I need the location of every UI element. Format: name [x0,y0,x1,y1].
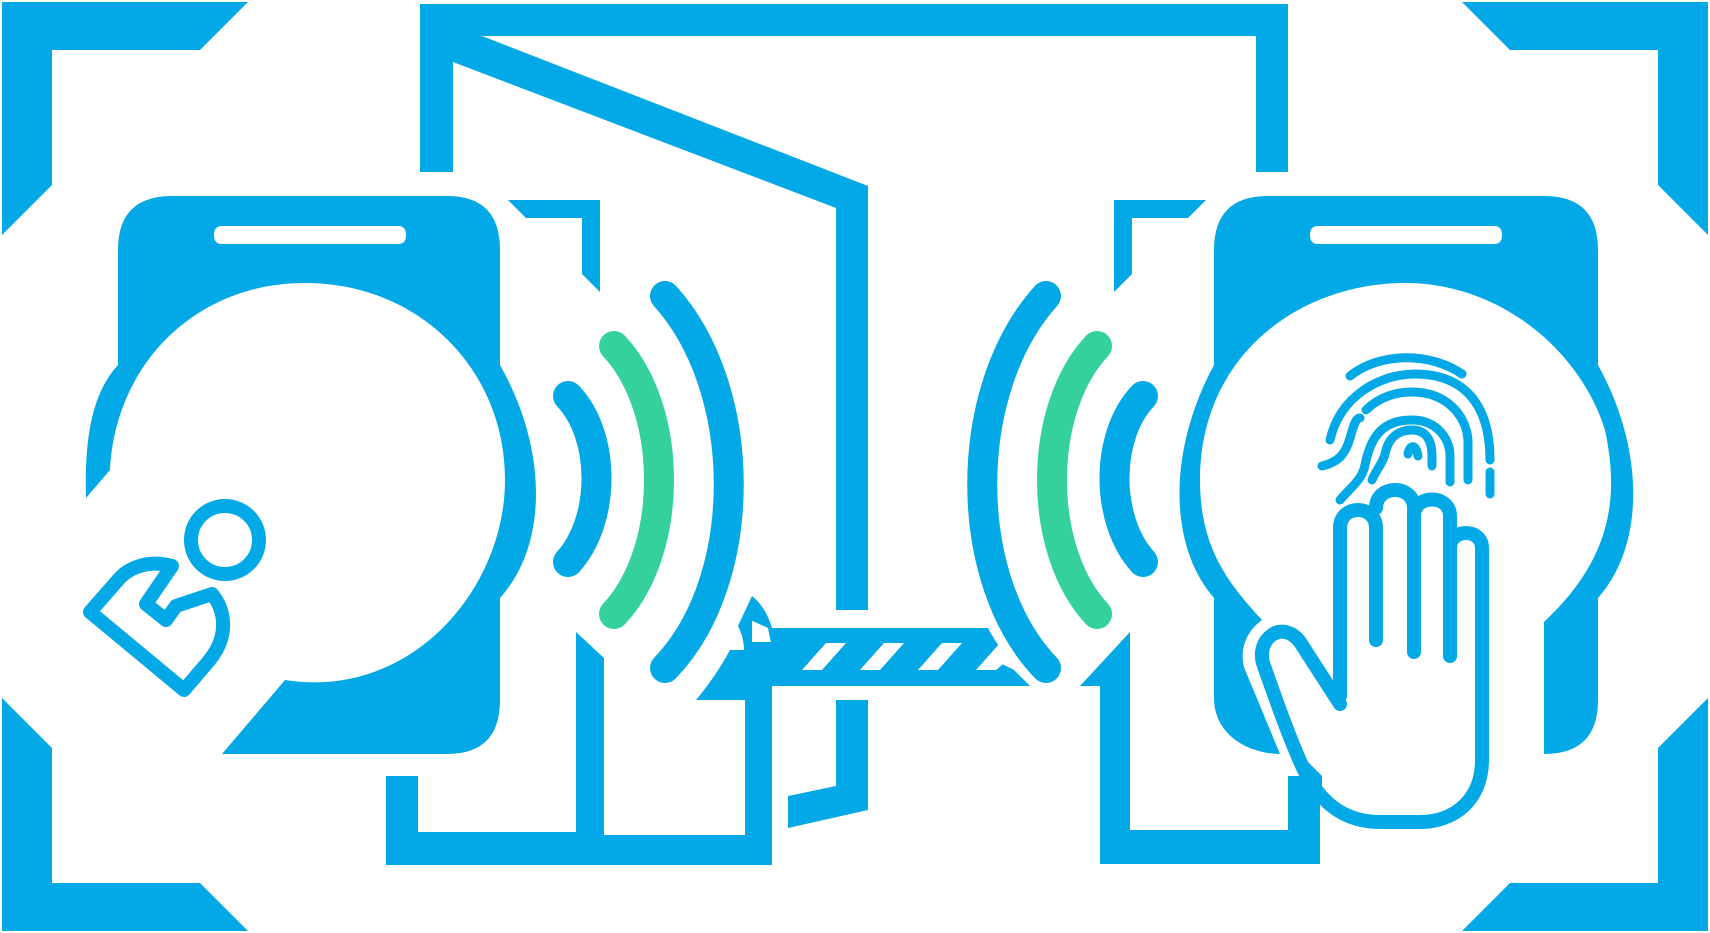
turnstile-base-right [1080,632,1320,864]
wireless-signal-icon [553,381,612,577]
user-head [184,499,266,581]
smartphone-icon [1179,196,1634,754]
barrier-stripes [802,643,1008,670]
smartphone-left [83,196,537,754]
wireless-signal-icon [1037,331,1112,629]
fingerprint-icon [1317,353,1495,505]
scan-frame-corner-icon [1462,698,1708,931]
turnstile-base-left [386,632,772,865]
wireless-signal-icon [650,281,744,683]
turnstile-bracket-left [508,200,600,292]
wireless-signal-left [553,281,744,683]
door-frame-top [420,4,1288,610]
wireless-signal-icon [1099,381,1158,577]
smartphone-icon [85,196,537,754]
barrier-arm-left [696,596,752,700]
door-frame-bottom-post [788,700,868,828]
door-frame [420,4,1288,828]
turnstile-bracket-right [1114,200,1206,292]
user-icon [83,499,266,697]
touch-hand-icon [1255,483,1489,829]
wireless-signal-right [967,281,1158,683]
scan-frame-corner-icon [2,698,248,931]
wireless-signal-icon [599,331,674,629]
barrier-arm [746,596,1030,686]
scan-frame-corner-icon [2,2,248,235]
scan-frame-corner-icon [1462,2,1708,235]
smartphone-right [1179,196,1634,829]
barrier-gate-icon [696,596,1030,700]
wireless-signal-icon [967,281,1061,683]
user-body [83,556,231,697]
